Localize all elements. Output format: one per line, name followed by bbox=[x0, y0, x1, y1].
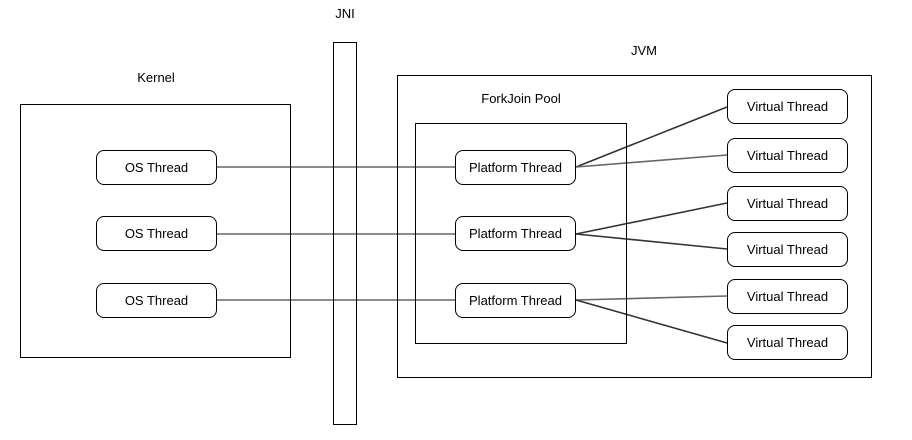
group-box-kernel bbox=[20, 104, 291, 358]
node-os-thread-2[interactable]: OS Thread bbox=[96, 216, 217, 251]
node-virtual-thread-5[interactable]: Virtual Thread bbox=[727, 279, 848, 314]
node-platform-thread-3[interactable]: Platform Thread bbox=[455, 283, 576, 318]
node-label-virtual-thread-4: Virtual Thread bbox=[746, 242, 829, 257]
node-os-thread-3[interactable]: OS Thread bbox=[96, 283, 217, 318]
group-label-jvm: JVM bbox=[631, 43, 657, 58]
group-box-forkjoin bbox=[415, 123, 627, 344]
node-virtual-thread-6[interactable]: Virtual Thread bbox=[727, 325, 848, 360]
group-label-jni: JNI bbox=[335, 6, 355, 21]
node-label-os-thread-2: OS Thread bbox=[124, 226, 189, 241]
node-platform-thread-1[interactable]: Platform Thread bbox=[455, 150, 576, 185]
group-label-kernel: Kernel bbox=[137, 70, 175, 85]
group-label-forkjoin: ForkJoin Pool bbox=[481, 91, 561, 106]
node-virtual-thread-4[interactable]: Virtual Thread bbox=[727, 232, 848, 267]
node-platform-thread-2[interactable]: Platform Thread bbox=[455, 216, 576, 251]
node-label-os-thread-3: OS Thread bbox=[124, 293, 189, 308]
node-virtual-thread-3[interactable]: Virtual Thread bbox=[727, 186, 848, 221]
node-label-virtual-thread-2: Virtual Thread bbox=[746, 148, 829, 163]
node-label-platform-thread-1: Platform Thread bbox=[469, 160, 562, 175]
node-label-platform-thread-3: Platform Thread bbox=[469, 293, 562, 308]
node-os-thread-1[interactable]: OS Thread bbox=[96, 150, 217, 185]
node-label-virtual-thread-1: Virtual Thread bbox=[746, 99, 829, 114]
group-box-jni bbox=[333, 42, 357, 425]
node-label-virtual-thread-6: Virtual Thread bbox=[746, 335, 829, 350]
node-label-virtual-thread-3: Virtual Thread bbox=[746, 196, 829, 211]
node-label-virtual-thread-5: Virtual Thread bbox=[746, 289, 829, 304]
node-virtual-thread-1[interactable]: Virtual Thread bbox=[727, 89, 848, 124]
node-label-platform-thread-2: Platform Thread bbox=[469, 226, 562, 241]
node-virtual-thread-2[interactable]: Virtual Thread bbox=[727, 138, 848, 173]
node-label-os-thread-1: OS Thread bbox=[124, 160, 189, 175]
group-box-jvm bbox=[397, 75, 872, 378]
